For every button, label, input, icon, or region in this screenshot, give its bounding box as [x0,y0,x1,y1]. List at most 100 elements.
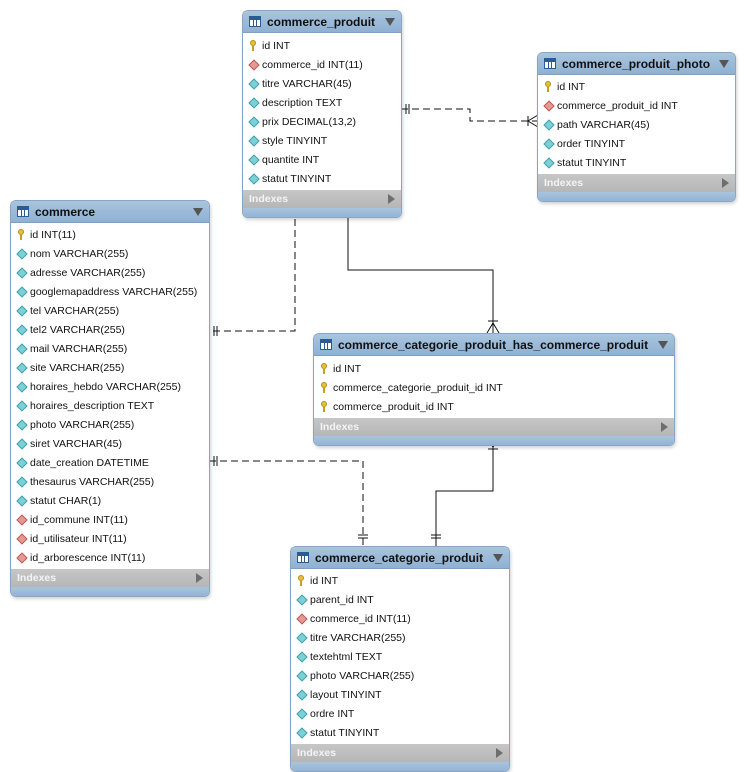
column-row[interactable]: commerce_id INT(11) [291,609,509,628]
column-row[interactable]: commerce_produit_id INT [538,96,735,115]
collapse-caret-icon[interactable] [193,207,203,216]
indexes-section[interactable]: Indexes [291,744,509,762]
primary-key-icon [249,40,258,51]
rel-commerce-categorie-line [209,460,364,546]
table-commerce-produit-photo[interactable]: commerce_produit_photo id INT commerce_pr… [537,52,736,202]
column-row[interactable]: titre VARCHAR(45) [243,74,401,93]
indexes-section[interactable]: Indexes [538,174,735,192]
column-icon [15,437,28,450]
column-row[interactable]: description TEXT [243,93,401,112]
collapse-caret-icon[interactable] [385,17,395,26]
table-commerce-categorie-produit-has-commerce-produit[interactable]: commerce_categorie_produit_has_commerce_… [313,333,675,446]
column-row[interactable]: textehtml TEXT [291,647,509,666]
column-row[interactable]: tel2 VARCHAR(255) [11,320,209,339]
column-icon [295,631,308,644]
column-row[interactable]: photo VARCHAR(255) [11,415,209,434]
indexes-section[interactable]: Indexes [11,569,209,587]
column-row[interactable]: googlemapaddress VARCHAR(255) [11,282,209,301]
table-title: commerce_produit [267,14,376,29]
column-row[interactable]: statut CHAR(1) [11,491,209,510]
column-label: mail VARCHAR(255) [30,342,128,355]
column-row[interactable]: commerce_categorie_produit_id INT [314,378,674,397]
table-header[interactable]: commerce_categorie_produit [291,547,509,569]
rel-produit-has-line [347,208,494,333]
table-title: commerce [35,204,96,219]
column-icon [295,707,308,720]
column-row[interactable]: horaires_description TEXT [11,396,209,415]
column-row[interactable]: id INT [538,77,735,96]
column-row[interactable]: ordre INT [291,704,509,723]
column-row[interactable]: quantite INT [243,150,401,169]
column-row[interactable]: nom VARCHAR(255) [11,244,209,263]
column-row[interactable]: commerce_id INT(11) [243,55,401,74]
expand-arrow-icon[interactable] [496,748,503,758]
table-header[interactable]: commerce_produit_photo [538,53,735,75]
column-label: commerce_id INT(11) [262,58,363,71]
table-title: commerce_categorie_produit [315,550,484,565]
column-row[interactable]: id_utilisateur INT(11) [11,529,209,548]
indexes-label: Indexes [544,177,584,189]
table-commerce-produit[interactable]: commerce_produit id INT commerce_id INT(1… [242,10,402,218]
rel-has-categorie-line [435,437,494,546]
column-label: date_creation DATETIME [30,456,149,469]
column-icon [15,380,28,393]
collapse-caret-icon[interactable] [658,340,668,349]
indexes-label: Indexes [320,421,360,433]
column-label: photo VARCHAR(255) [310,669,415,682]
column-row[interactable]: parent_id INT [291,590,509,609]
table-footer-band [291,762,509,771]
expand-arrow-icon[interactable] [388,194,395,204]
column-row[interactable]: date_creation DATETIME [11,453,209,472]
column-row[interactable]: id INT [243,36,401,55]
table-commerce[interactable]: commerce id INT(11)nom VARCHAR(255)adres… [10,200,210,597]
column-row[interactable]: site VARCHAR(255) [11,358,209,377]
column-row[interactable]: statut TINYINT [291,723,509,742]
column-row[interactable]: adresse VARCHAR(255) [11,263,209,282]
column-icon [295,593,308,606]
column-row[interactable]: photo VARCHAR(255) [291,666,509,685]
table-header[interactable]: commerce [11,201,209,223]
column-label: photo VARCHAR(255) [30,418,135,431]
expand-arrow-icon[interactable] [722,178,729,188]
table-header[interactable]: commerce_categorie_produit_has_commerce_… [314,334,674,356]
column-row[interactable]: id_commune INT(11) [11,510,209,529]
column-row[interactable]: layout TINYINT [291,685,509,704]
expand-arrow-icon[interactable] [196,573,203,583]
column-row[interactable]: statut TINYINT [538,153,735,172]
collapse-caret-icon[interactable] [493,553,503,562]
column-list: id INT commerce_produit_id INT path VARCHA… [538,75,735,174]
column-row[interactable]: id INT [314,359,674,378]
column-label: commerce_produit_id INT [557,99,678,112]
column-label: style TINYINT [262,134,328,147]
column-icon [247,115,260,128]
column-row[interactable]: id_arborescence INT(11) [11,548,209,567]
column-row[interactable]: id INT [291,571,509,590]
column-row[interactable]: thesaurus VARCHAR(255) [11,472,209,491]
column-row[interactable]: tel VARCHAR(255) [11,301,209,320]
column-row[interactable]: style TINYINT [243,131,401,150]
indexes-section[interactable]: Indexes [314,418,674,436]
column-label: id_commune INT(11) [30,513,128,526]
expand-arrow-icon[interactable] [661,422,668,432]
collapse-caret-icon[interactable] [719,59,729,68]
column-row[interactable]: statut TINYINT [243,169,401,188]
column-row[interactable]: mail VARCHAR(255) [11,339,209,358]
column-row[interactable]: siret VARCHAR(45) [11,434,209,453]
column-label: horaires_hebdo VARCHAR(255) [30,380,181,393]
column-icon [15,342,28,355]
foreign-key-icon [15,513,28,526]
column-label: thesaurus VARCHAR(255) [30,475,155,488]
column-row[interactable]: horaires_hebdo VARCHAR(255) [11,377,209,396]
column-row[interactable]: prix DECIMAL(13,2) [243,112,401,131]
column-row[interactable]: path VARCHAR(45) [538,115,735,134]
column-icon [542,137,555,150]
table-header[interactable]: commerce_produit [243,11,401,33]
column-row[interactable]: commerce_produit_id INT [314,397,674,416]
indexes-section[interactable]: Indexes [243,190,401,208]
column-label: commerce_produit_id INT [333,400,454,413]
primary-key-icon [320,363,329,374]
column-row[interactable]: order TINYINT [538,134,735,153]
column-row[interactable]: titre VARCHAR(255) [291,628,509,647]
column-row[interactable]: id INT(11) [11,225,209,244]
